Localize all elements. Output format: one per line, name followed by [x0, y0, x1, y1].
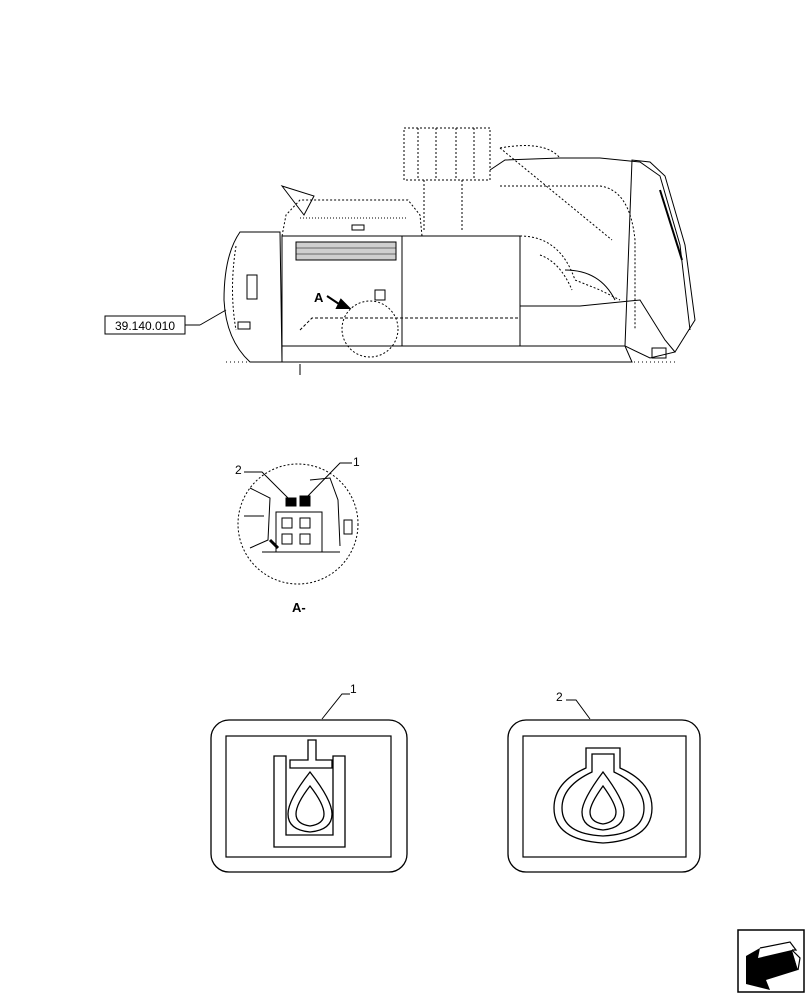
hydraulic-oil-drop-icon: [553, 747, 653, 844]
decal-1: 1: [210, 682, 408, 873]
view-a-circle: [341, 300, 399, 358]
view-a-arrow-icon: [326, 295, 352, 309]
ladder-rail: [403, 127, 491, 181]
decal-2-inner: [522, 735, 687, 858]
detail-caption: A-: [292, 600, 306, 615]
operator-cab: [519, 159, 696, 359]
detail-callout-1: 1: [353, 455, 360, 469]
detail-a-circle: [237, 463, 359, 585]
next-page-button[interactable]: [737, 929, 805, 993]
view-a-marker: A: [314, 290, 399, 358]
decal-2-number: 2: [556, 690, 563, 704]
detail-a: 2 1 A-: [235, 455, 360, 615]
view-a-letter: A: [314, 290, 324, 305]
decal-2: 2: [507, 690, 701, 873]
engine-grille: [295, 241, 397, 261]
machine-side-view: [223, 127, 696, 375]
hydraulic-oil-level-icon: [273, 739, 346, 848]
counterweight-lamp: [246, 274, 258, 300]
decal-1-inner: [225, 735, 392, 858]
decal-2-outer: [507, 719, 701, 873]
decal-1-number: 1: [350, 682, 357, 696]
lower-skirt: [281, 345, 633, 363]
next-page-arrow-icon[interactable]: [746, 941, 801, 990]
decal-1-outer: [210, 719, 408, 873]
reference-callout[interactable]: 39.140.010: [104, 309, 227, 335]
detail-callout-2: 2: [235, 463, 242, 477]
access-port: [374, 289, 386, 301]
exhaust-stack: [280, 185, 315, 216]
counterweight: [223, 231, 283, 363]
reference-code[interactable]: 39.140.010: [115, 319, 175, 333]
